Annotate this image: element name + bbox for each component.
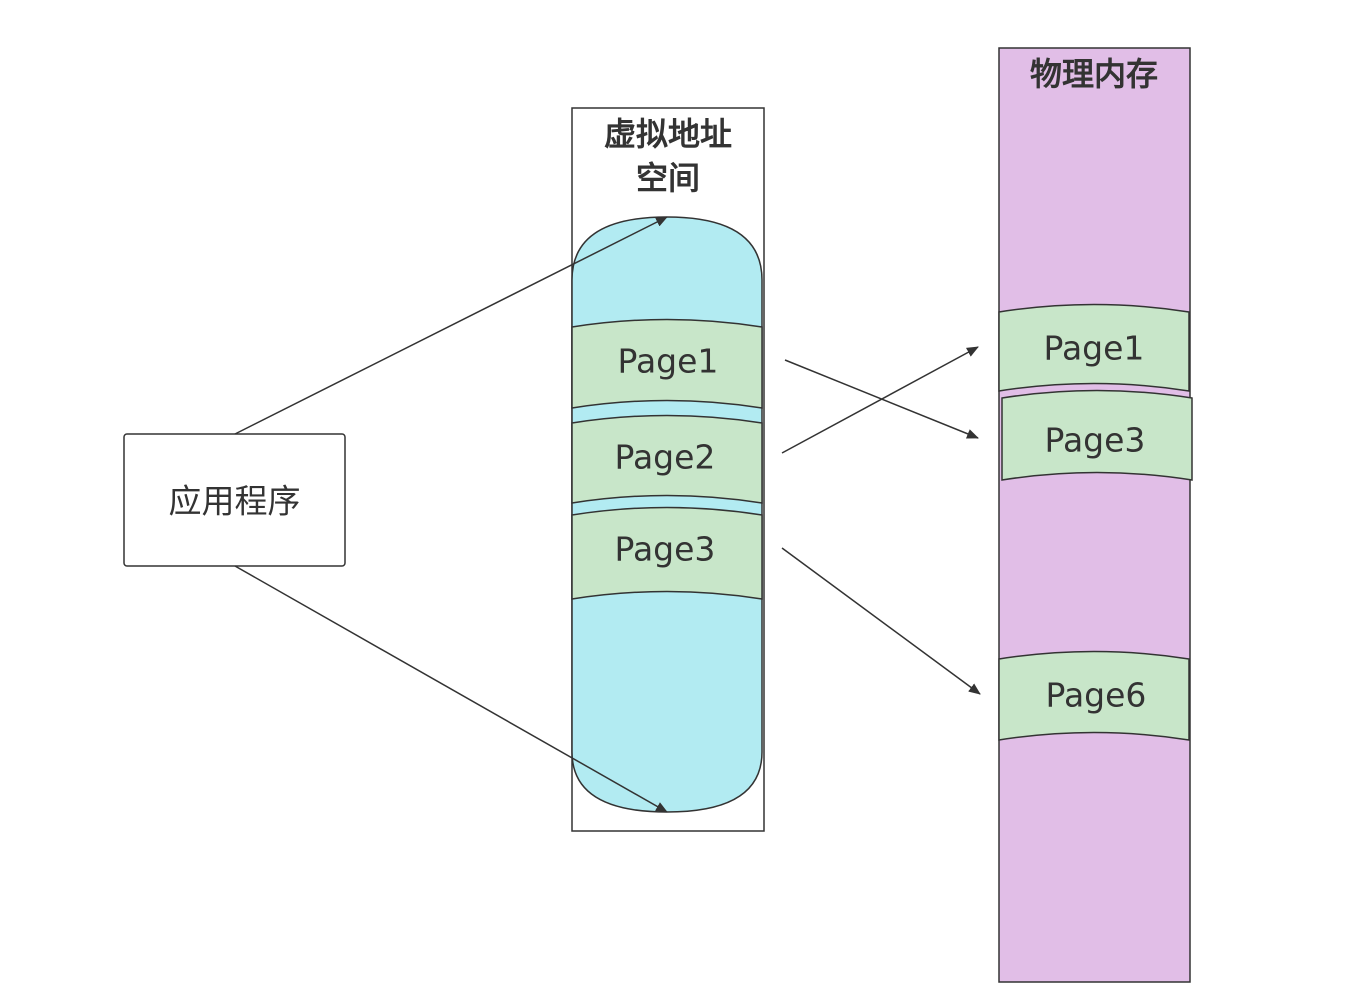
- arrow-virtual-page2-to-physical-page1: [781, 346, 979, 454]
- physical-page-6-label: Page6: [1046, 676, 1147, 715]
- application-label: 应用程序: [169, 482, 301, 521]
- arrows: [234, 216, 981, 813]
- physical-page-3[interactable]: Page3: [1001, 389, 1193, 481]
- physical-page-3-label: Page3: [1045, 421, 1146, 460]
- physical-page-1-label: Page1: [1044, 329, 1145, 368]
- physical-page-6[interactable]: Page6: [998, 650, 1190, 741]
- physical-page-1[interactable]: Page1: [998, 303, 1190, 392]
- arrow-virtual-page3-to-physical-page6: [781, 547, 981, 695]
- virtual-page-2-label: Page2: [615, 438, 716, 477]
- physical-memory-title: 物理内存: [1030, 55, 1158, 93]
- physical-memory: 物理内存 Page1 Page3 Page6: [998, 47, 1193, 983]
- virtual-page-2[interactable]: Page2: [571, 414, 763, 504]
- virtual-page-3-label: Page3: [615, 530, 716, 569]
- virtual-space-title-line2: 空间: [636, 159, 700, 197]
- arrow-app-to-virtual-bottom: [234, 565, 668, 813]
- arrow-app-to-virtual-top: [234, 216, 668, 435]
- virtual-space-title-line1: 虚拟地址: [604, 115, 732, 153]
- virtual-address-space: 虚拟地址 空间 Page1 Page2 Page3: [571, 107, 765, 832]
- application-box[interactable]: 应用程序: [123, 433, 346, 567]
- virtual-page-1[interactable]: Page1: [571, 318, 763, 409]
- virtual-page-3[interactable]: Page3: [571, 506, 763, 600]
- virtual-page-1-label: Page1: [618, 342, 719, 381]
- physical-memory-column: [998, 47, 1191, 983]
